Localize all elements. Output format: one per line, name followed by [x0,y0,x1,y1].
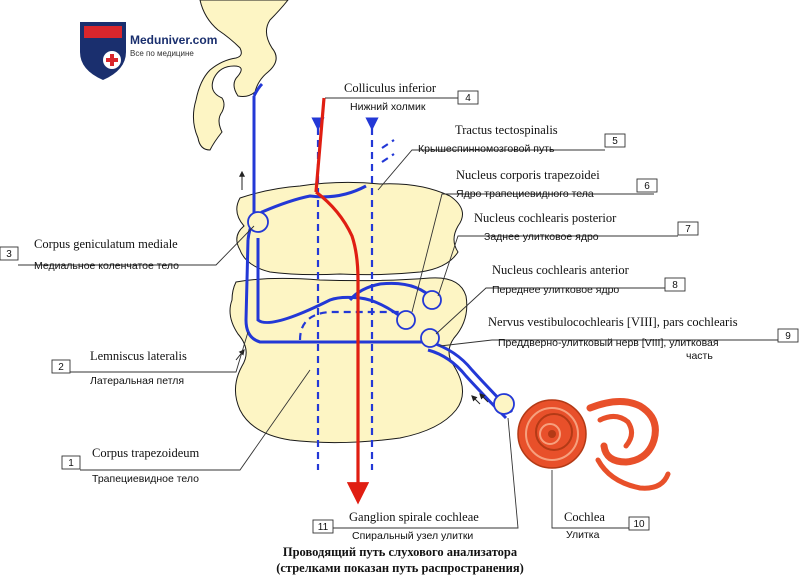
label-5-number: 5 [612,136,618,147]
posterior-cochlear-nucleus [422,290,442,310]
caption-line-1: Проводящий путь слухового анализатора [283,545,518,559]
nucleus-markers [247,211,515,415]
label-2-russian: Латеральная петля [90,375,184,387]
red-tectospinal-pathway [314,97,370,505]
label-11-number: 11 [318,522,329,533]
label-9-number: 9 [785,331,791,342]
label-5-russian: Крышеспинномозговой путь [418,143,555,155]
label-8-number: 8 [672,280,678,291]
logo-name: Meduniver.com [130,33,217,47]
site-logo: Meduniver.com Все по медицине [80,22,217,80]
label-10-latin: Cochlea [564,510,605,524]
cochlea-illustration [517,398,671,491]
label-6-number: 6 [644,181,650,192]
label-6: Nucleus corporis trapezoidei Ядро трапец… [456,168,658,200]
label-9-russian-line2: часть [686,350,713,362]
label-10-russian: Улитка [566,529,600,541]
anterior-cochlear-nucleus [420,328,440,348]
blue-dashed-pathway [298,117,400,470]
label-11: 11 Ganglion spirale cochleae Спиральный … [312,510,479,542]
label-1-latin: Corpus trapezoideum [92,446,200,460]
caption-line-2: (стрелками показан путь распространения) [276,561,524,575]
trapezoid-nucleus [396,310,416,330]
label-2-number: 2 [58,362,64,373]
label-9-russian: Преддверно-улитковый нерв [VIII], улитко… [498,337,719,349]
label-8-latin: Nucleus cochlearis anterior [492,263,630,277]
label-3-russian: Медиальное коленчатое тело [34,260,179,272]
label-3: 3 Corpus geniculatum mediale Медиальное … [0,237,179,272]
label-3-number: 3 [6,249,12,260]
leader-lines [18,97,778,529]
direction-arrows [235,170,489,405]
label-2-latin: Lemniscus lateralis [90,349,187,363]
logo-tagline: Все по медицине [130,49,194,58]
label-11-latin: Ganglion spirale cochleae [349,510,479,524]
label-8-russian: Переднее улитковое ядро [492,284,619,296]
label-4-number: 4 [465,93,471,104]
label-5: Tractus tectospinalis Крышеспинномозгово… [418,123,626,155]
label-11-russian: Спиральный узел улитки [352,530,473,542]
spiral-ganglion [493,393,515,415]
label-7-latin: Nucleus cochlearis posterior [474,211,617,225]
label-1: 1 Corpus trapezoideum Трапециевидное тел… [61,446,200,485]
label-10-number: 10 [633,519,645,530]
label-9-latin: Nervus vestibulocochlearis [VIII], pars … [488,315,738,329]
thalamus-tissue [192,0,289,151]
label-1-number: 1 [68,458,74,469]
label-4-latin: Colliculus inferior [344,81,437,95]
label-7-number: 7 [685,224,691,235]
label-6-latin: Nucleus corporis trapezoidei [456,168,600,182]
label-3-latin: Corpus geniculatum mediale [34,237,178,251]
label-2: 2 Lemniscus lateralis Латеральная петля [51,349,187,387]
label-5-latin: Tractus tectospinalis [455,123,558,137]
label-7: Nucleus cochlearis posterior Заднее улит… [474,211,699,243]
label-9: Nervus vestibulocochlearis [VIII], pars … [488,315,799,362]
label-10: Cochlea Улитка 10 [564,510,650,541]
label-8: Nucleus cochlearis anterior Переднее ули… [492,263,686,296]
label-4: Colliculus inferior Нижний холмик 4 [344,81,479,113]
label-6-russian: Ядро трапециевидного тела [456,188,594,200]
label-7-russian: Заднее улитковое ядро [484,231,599,243]
blue-auditory-pathway [244,82,514,420]
shield-cross-icon [80,22,126,80]
figure-caption: Проводящий путь слухового анализатора (с… [276,545,524,575]
label-1-russian: Трапециевидное тело [92,473,199,485]
label-4-russian: Нижний холмик [350,101,426,113]
